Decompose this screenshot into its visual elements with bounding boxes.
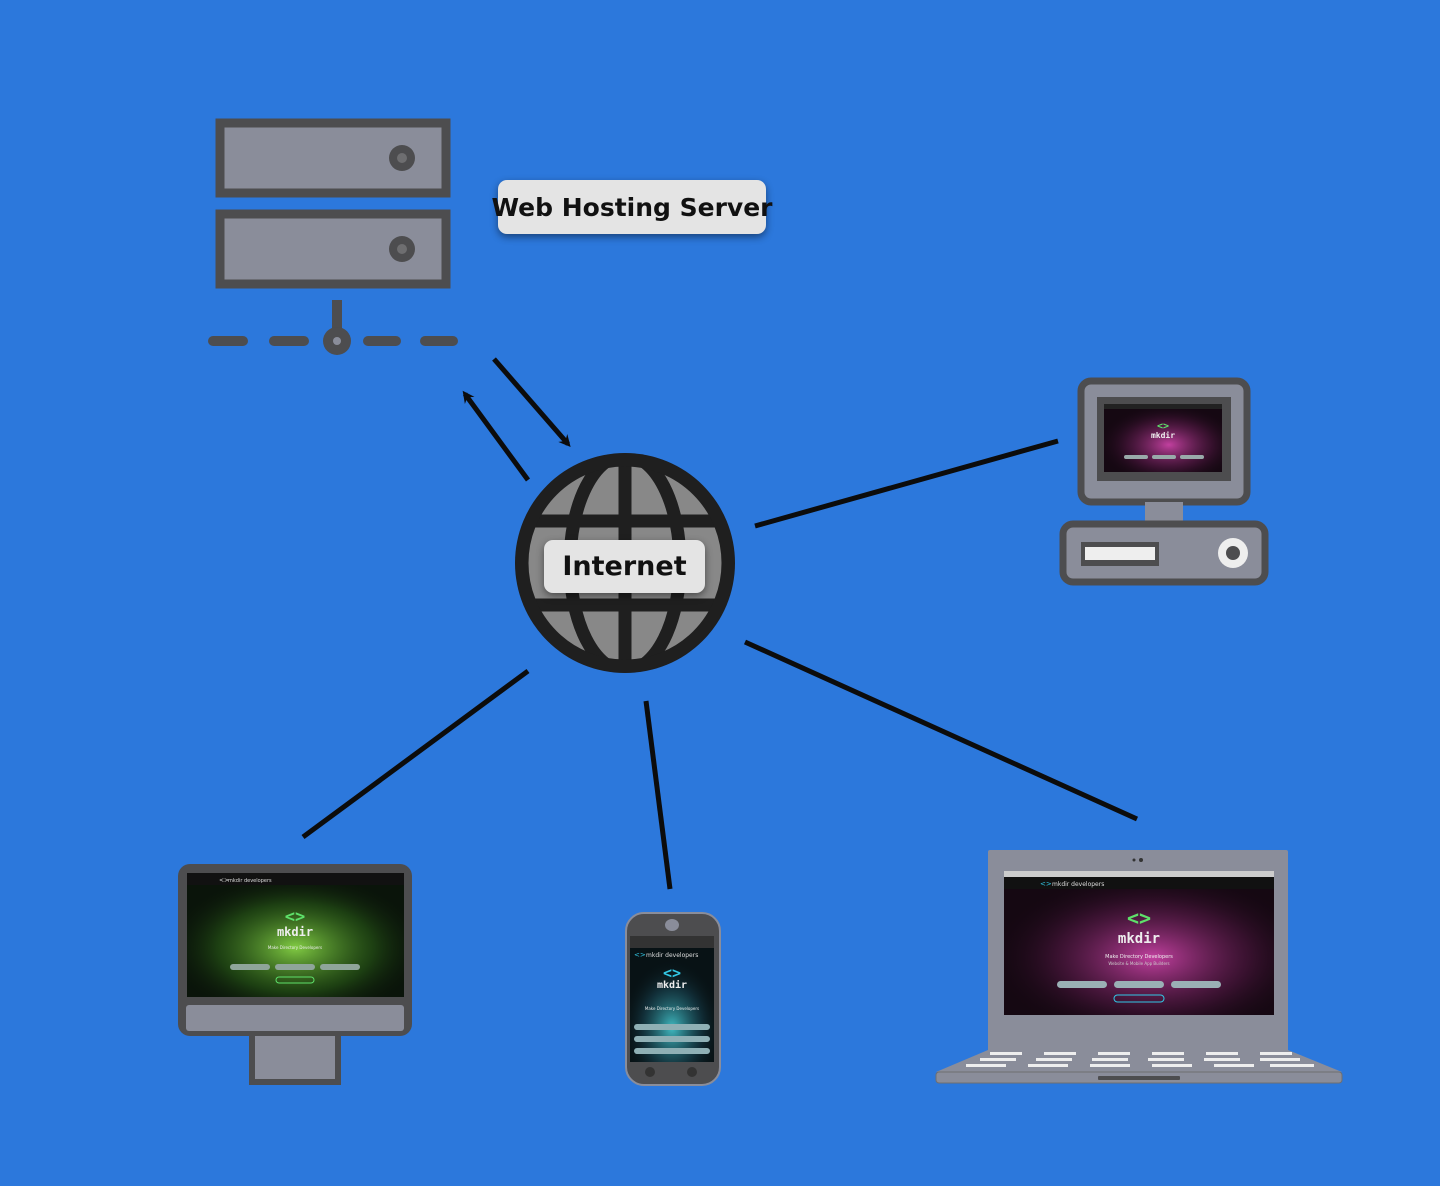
arrow-internet-to-server: [462, 390, 531, 482]
imac-nav-brand: mkdir developers: [228, 878, 272, 884]
server-label: Web Hosting Server: [492, 180, 773, 234]
laptop-screen-tagline: Make Directory Developers: [1105, 954, 1173, 960]
link-to-laptop: [743, 639, 1139, 822]
laptop-screen-brand: mkdir: [1118, 931, 1160, 947]
imac-screen-brand: mkdir: [277, 925, 313, 939]
imac-monitor-icon: <> mkdir developers <> mkdir Make Direct…: [178, 864, 412, 1085]
internet-label: Internet: [544, 540, 705, 593]
svg-text:<>: <>: [285, 907, 305, 927]
laptop-screen-subtagline: Website & Mobile App Builders: [1108, 961, 1169, 966]
svg-text:<>: <>: [219, 877, 229, 884]
laptop-icon: <> mkdir developers <> mkdir Make Direct…: [935, 850, 1343, 1084]
svg-text:<>: <>: [663, 964, 681, 982]
link-to-phone: [643, 700, 673, 890]
svg-text:<>: <>: [1127, 906, 1151, 930]
phone-screen-brand: mkdir: [657, 979, 687, 991]
connection-lines: [301, 357, 1139, 890]
link-to-desktop-tower: [754, 438, 1059, 529]
phone-screen-tagline: Make Directory Developers: [645, 1006, 699, 1011]
link-to-imac: [301, 668, 530, 840]
laptop-nav-brand: mkdir developers: [1052, 881, 1104, 888]
arrow-server-to-internet: [492, 357, 571, 448]
smartphone-icon: <> mkdir developers <> mkdir Make Direct…: [625, 912, 721, 1086]
desktop-screen-brand: mkdir: [1151, 430, 1175, 440]
desktop-tower-icon: <> mkdir: [1059, 377, 1269, 586]
imac-screen-tagline: Make Directory Developers: [268, 945, 322, 950]
svg-text:<>: <>: [1040, 880, 1052, 888]
phone-nav-brand: mkdir developers: [646, 952, 698, 959]
svg-text:<>: <>: [634, 951, 646, 959]
server-rack-icon: [208, 118, 458, 355]
svg-text:<>: <>: [1157, 421, 1169, 432]
